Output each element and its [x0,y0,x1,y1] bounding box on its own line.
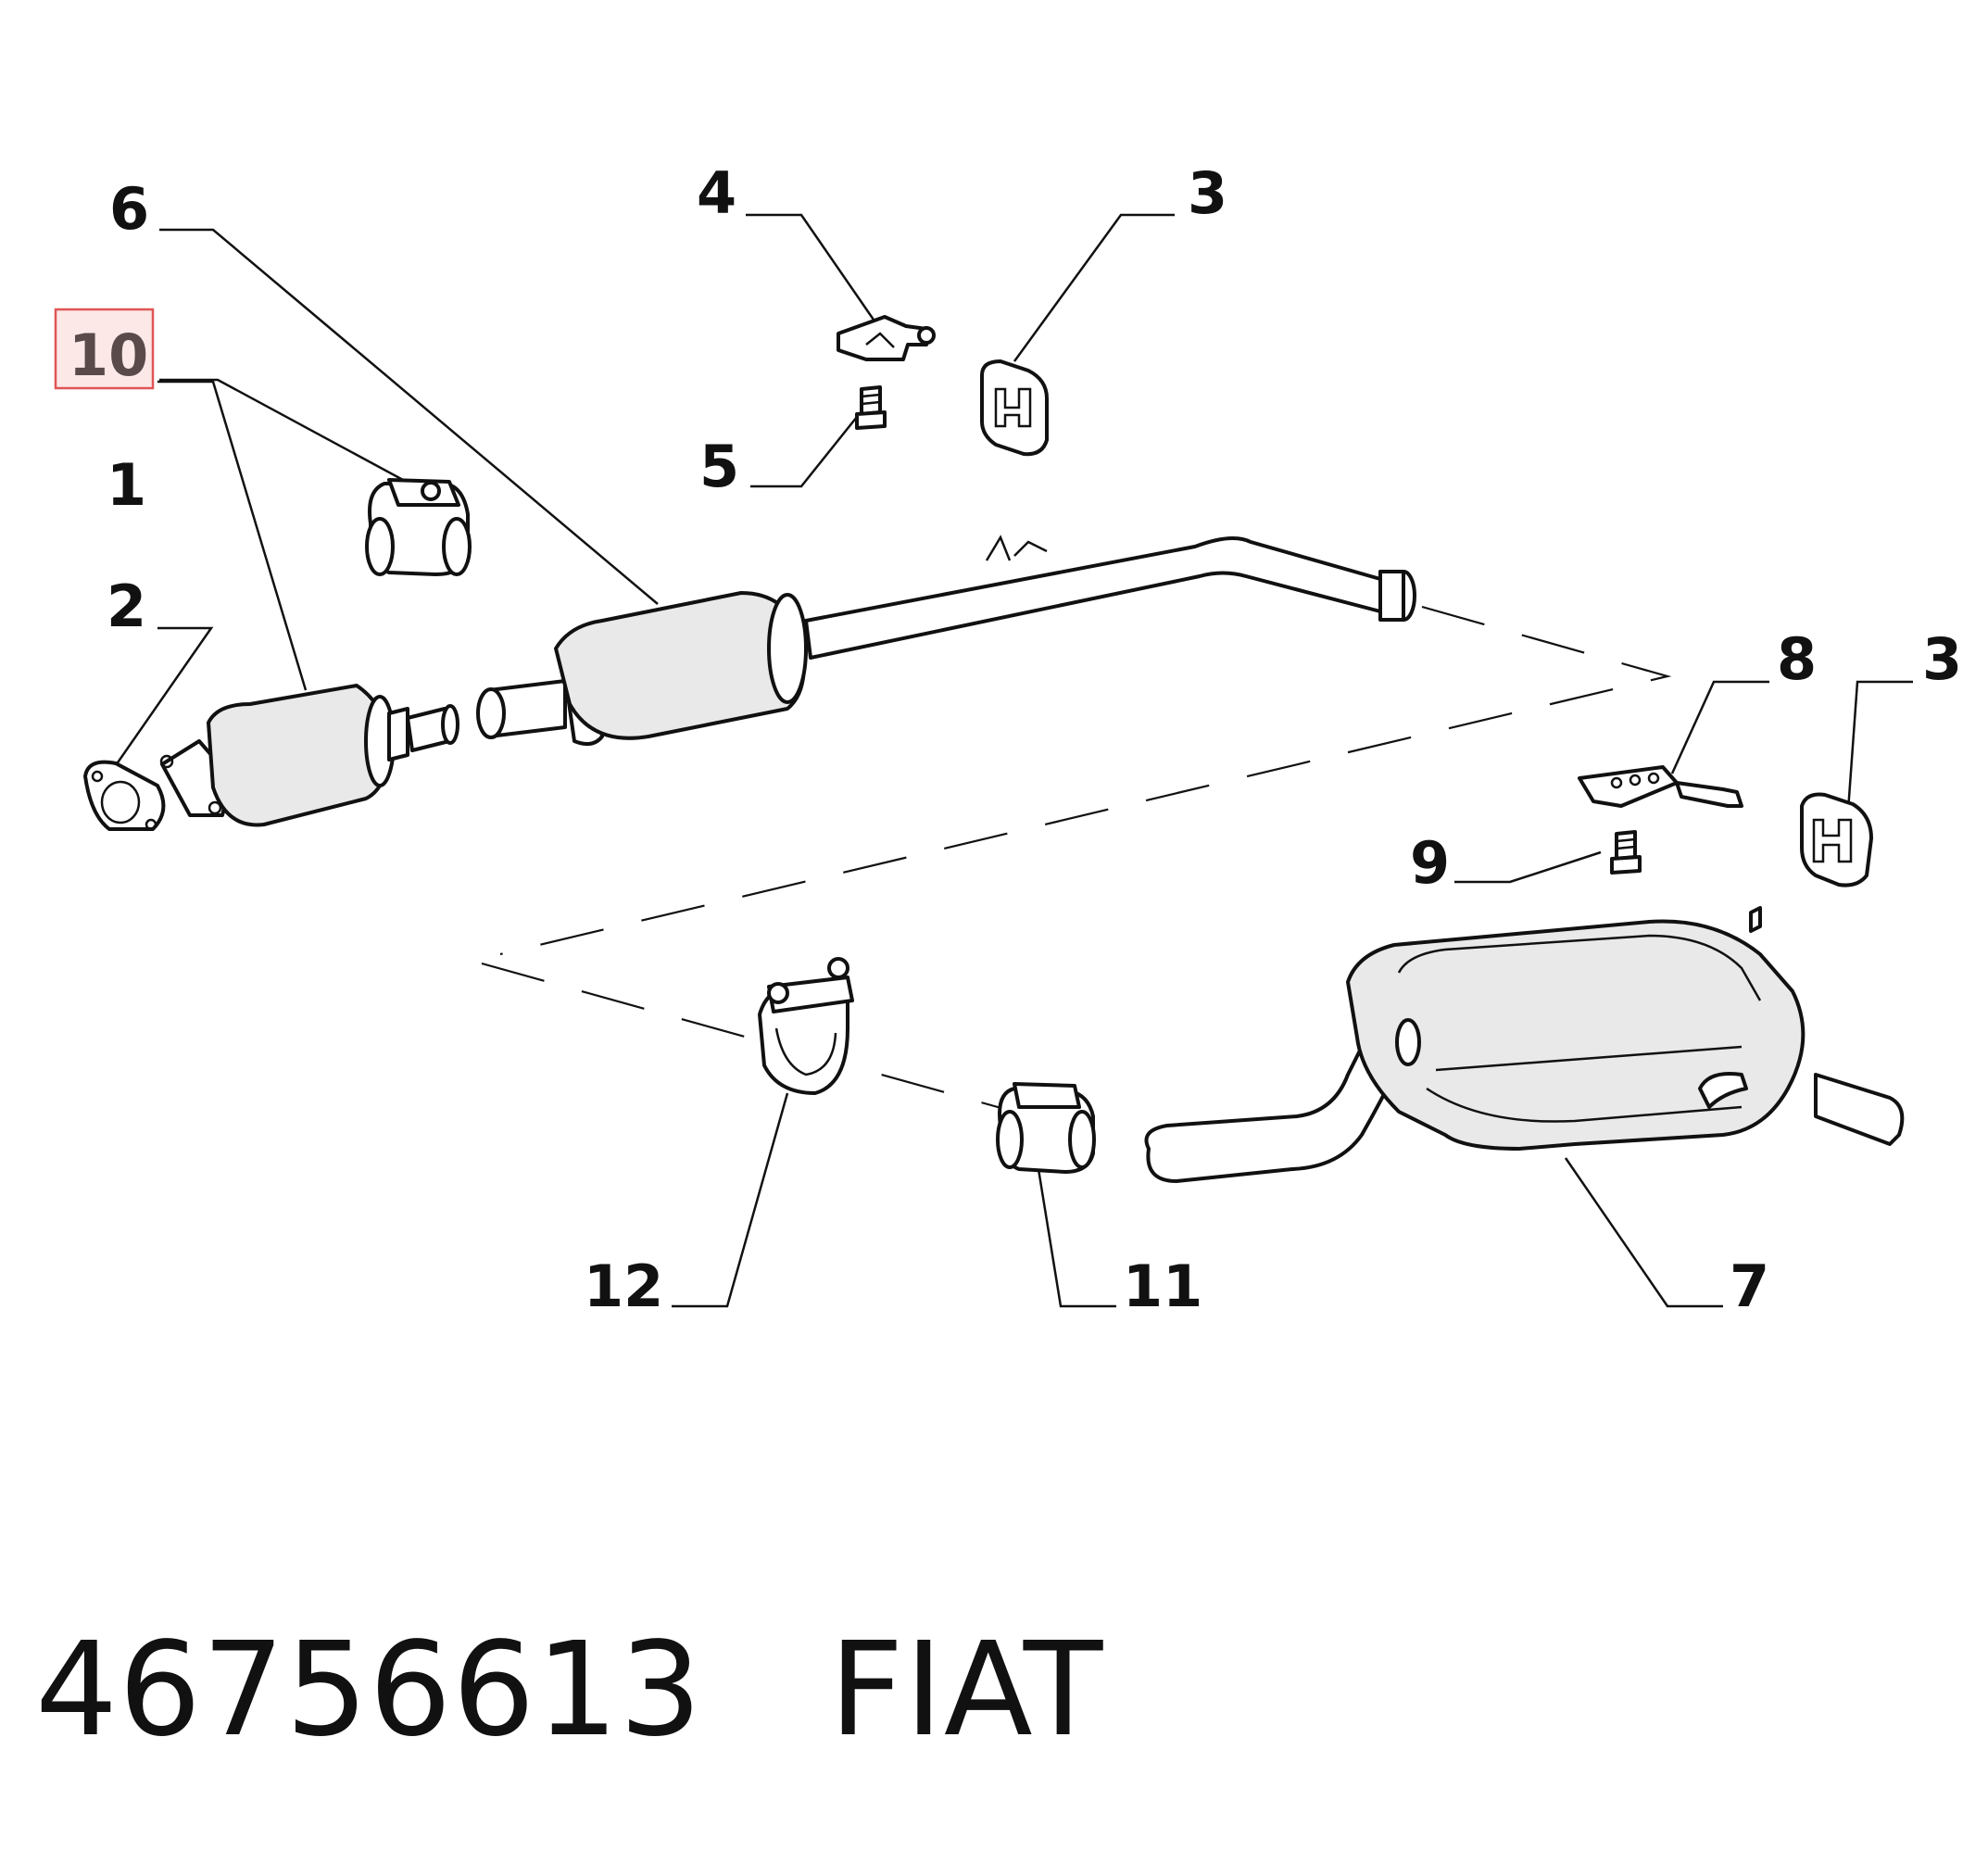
callout-3-right: 3 [1922,625,1962,693]
highlight-box [54,308,155,390]
part-3-rubber-hanger-top [980,359,1049,457]
leader-lines [114,213,1913,1308]
part-11-clamp [996,1082,1096,1174]
callout-11: 11 [1123,1252,1202,1320]
callout-12: 12 [584,1252,663,1320]
part-number: 46756613 [35,1615,703,1766]
footer-caption: 46756613 FIAT [35,1626,1103,1756]
part-4-bracket [837,315,936,361]
part-1-catalytic-converter [159,684,459,827]
callout-7: 7 [1730,1252,1769,1320]
brand-name: FIAT [829,1615,1104,1766]
callout-9: 9 [1410,829,1450,897]
callout-labels: 1 2 3 3 4 5 6 7 8 9 10 11 12 [69,159,1962,1320]
part-5-bolt [855,385,887,430]
callout-1: 1 [107,451,146,519]
part-6-centre-pipe [476,535,1416,747]
part-12-u-clamp [758,957,854,1095]
part-3-rubber-hanger-right [1800,792,1873,887]
callout-4: 4 [697,159,736,227]
part-7-rear-silencer [1144,906,1905,1183]
part-8-bracket [1578,765,1743,808]
part-10-clamp [365,478,472,576]
callout-8: 8 [1777,625,1817,693]
callout-6: 6 [109,175,149,243]
callout-10: 10 [69,321,148,389]
part-2-gasket [83,760,166,831]
callout-2: 2 [107,573,146,640]
callout-5: 5 [699,433,739,500]
callout-3-top: 3 [1188,159,1227,227]
assembly-guide-lines [481,605,1672,1114]
part-9-bolt [1610,830,1642,875]
